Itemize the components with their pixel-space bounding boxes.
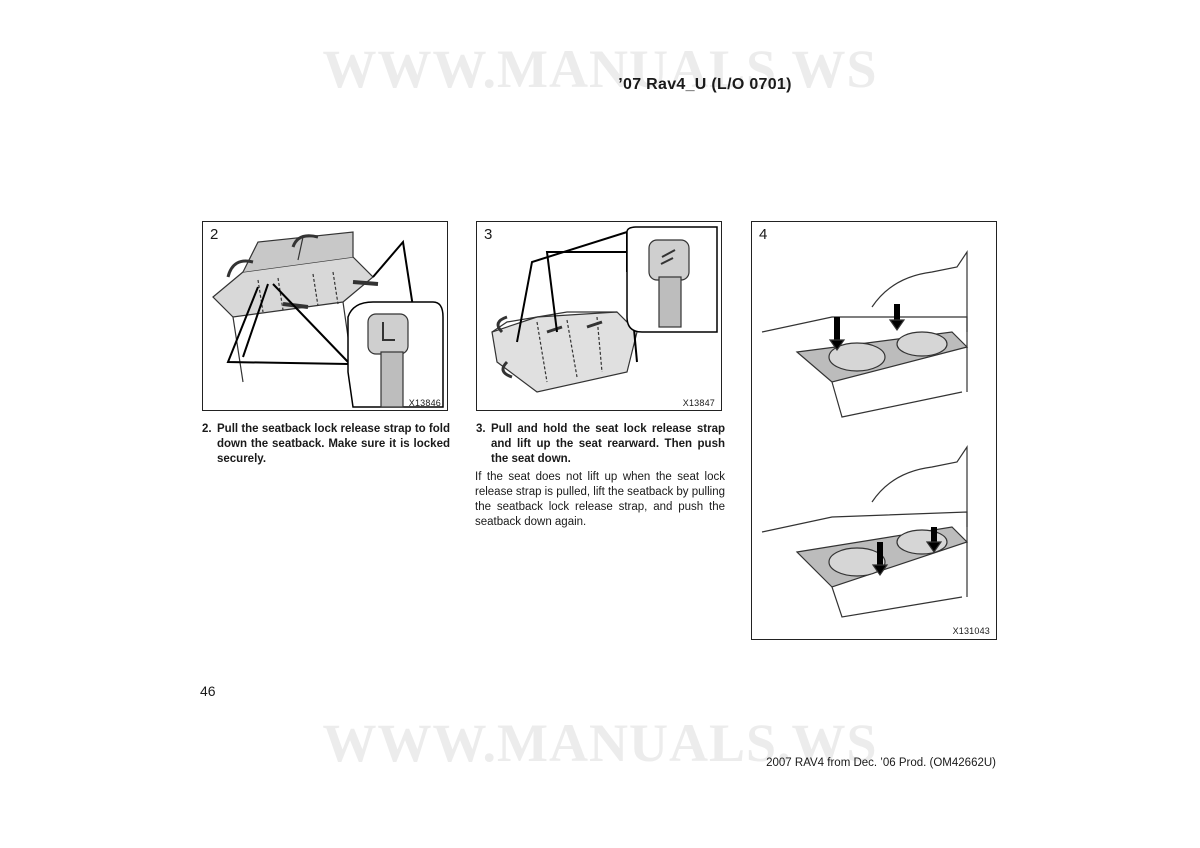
figure-3-illustration [491, 226, 718, 393]
figure-4-code: X131043 [952, 626, 990, 636]
step-2-number: 2. [202, 423, 212, 435]
figure-4-illustration [761, 250, 969, 618]
step-3-instruction: 3. Pull and hold the seat lock release s… [476, 422, 725, 467]
watermark-top: WWW.MANUALS.WS [322, 39, 878, 99]
figure-2-number: 2 [210, 226, 219, 243]
step-3-number: 3. [476, 423, 486, 435]
figure-3-code: X13847 [682, 398, 715, 408]
figure-2-code: X13846 [408, 398, 441, 408]
figure-4-number: 4 [759, 226, 768, 243]
figure-4-seat-down: 4 X131043 [751, 221, 997, 640]
figure-2-illustration [212, 231, 444, 408]
step-3-text: Pull and hold the seat lock release stra… [491, 423, 725, 465]
step-2-text: Pull the seatback lock release strap to … [217, 423, 450, 465]
step-2-instruction: 2. Pull the seatback lock release strap … [202, 422, 450, 467]
figure-2-seatback-fold: 2 X13846 [202, 221, 448, 411]
page-number: 46 [200, 683, 216, 699]
document-header-code: ’07 Rav4_U (L/O 0701) [618, 76, 792, 93]
document-footer: 2007 RAV4 from Dec. ’06 Prod. (OM42662U) [766, 757, 996, 769]
figure-3-number: 3 [484, 226, 493, 243]
watermark-bottom: WWW.MANUALS.WS [322, 713, 878, 773]
seat-lift-note: If the seat does not lift up when the se… [475, 471, 725, 528]
figure-3-seat-lift: 3 X13847 [476, 221, 722, 411]
